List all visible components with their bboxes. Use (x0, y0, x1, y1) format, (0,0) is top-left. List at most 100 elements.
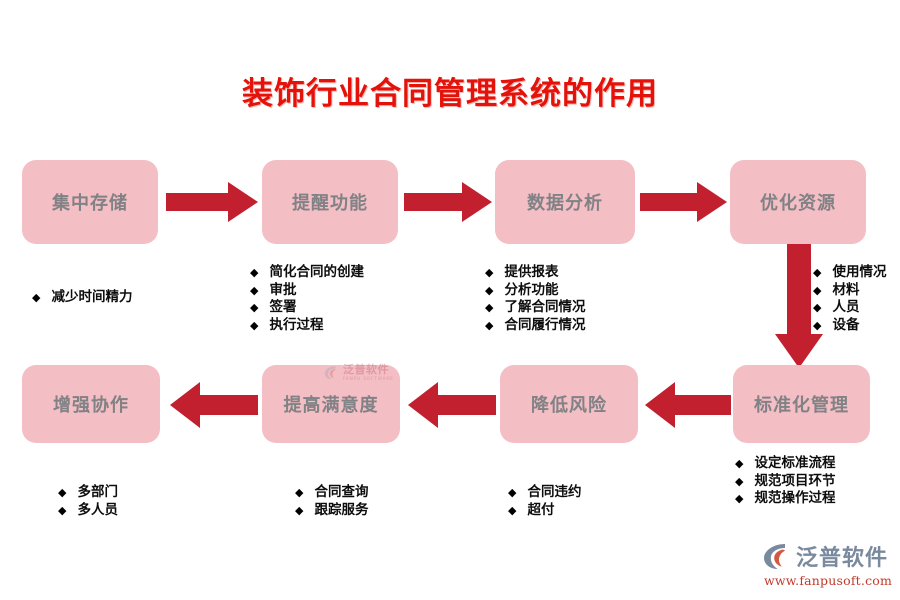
list-item: ◆ 审批 (250, 282, 364, 300)
bullet-list-data-analysis: ◆ 提供报表 ◆ 分析功能 ◆ 了解合同情况 ◆ 合同履行情况 (485, 264, 585, 334)
diamond-bullet-icon: ◆ (813, 266, 822, 279)
page-title: 装饰行业合同管理系统的作用 (242, 76, 658, 112)
fanpu-logo-text: 泛普软件 (796, 546, 889, 571)
bullet-list-improve-satisfaction: ◆ 合同查询 ◆ 跟踪服务 (295, 484, 368, 519)
list-item: ◆ 简化合同的创建 (250, 264, 364, 282)
arrow-right-reminder-to-analysis (404, 182, 492, 222)
process-box-label: 优化资源 (760, 193, 836, 214)
list-item: ◆ 规范操作过程 (735, 490, 835, 508)
list-item-label: 使用情况 (832, 264, 887, 280)
list-item: ◆ 人员 (813, 299, 886, 317)
diamond-bullet-icon: ◆ (250, 283, 259, 297)
process-box-standardized-management[interactable]: 标准化管理 (733, 365, 870, 443)
process-box-label: 集中存储 (52, 193, 128, 214)
fanpu-logo-row: 泛普软件 (762, 540, 894, 572)
process-box-label: 提高满意度 (283, 395, 379, 416)
list-item-label: 人员 (832, 299, 860, 315)
arrow-left-standardized-to-risk (645, 382, 731, 428)
list-item: ◆ 使用情况 (813, 264, 886, 282)
list-item: ◆ 规范项目环节 (735, 473, 835, 491)
list-item-label: 执行过程 (269, 316, 324, 333)
bullet-list-optimize-resources: ◆ 使用情况 ◆ 材料 ◆ 人员 ◆ 设备 (813, 264, 886, 334)
fanpu-logo-mark-icon (762, 541, 792, 571)
diamond-bullet-icon: ◆ (250, 301, 259, 314)
diamond-bullet-icon: ◆ (58, 503, 67, 517)
process-box-central-storage[interactable]: 集中存储 (22, 160, 158, 244)
list-item: ◆ 超付 (508, 502, 581, 520)
arrow-down-optimize-to-standardized (775, 244, 823, 368)
fanpu-corner-logo[interactable]: 泛普软件 www.fanpusoft.com (762, 540, 894, 592)
list-item: ◆ 签署 (250, 299, 364, 317)
list-item: ◆ 多人员 (58, 502, 118, 520)
list-item: ◆ 多部门 (58, 484, 118, 502)
diamond-bullet-icon: ◆ (508, 486, 517, 499)
diamond-bullet-icon: ◆ (508, 503, 517, 517)
list-item: ◆ 执行过程 (250, 317, 364, 335)
list-item-label: 设定标准流程 (754, 455, 836, 471)
diamond-bullet-icon: ◆ (813, 283, 822, 297)
diamond-bullet-icon: ◆ (295, 486, 304, 499)
diamond-bullet-icon: ◆ (735, 457, 744, 470)
list-item-label: 多部门 (77, 484, 118, 500)
list-item-label: 减少时间精力 (51, 289, 133, 305)
list-item: ◆ 合同查询 (295, 484, 368, 502)
diamond-bullet-icon: ◆ (295, 503, 304, 517)
list-item: ◆ 跟踪服务 (295, 502, 368, 520)
bullet-list-enhance-collaboration: ◆ 多部门 ◆ 多人员 (58, 484, 118, 519)
diamond-bullet-icon: ◆ (485, 266, 494, 279)
diamond-bullet-icon: ◆ (485, 283, 494, 297)
list-item-label: 分析功能 (504, 281, 559, 298)
list-item: ◆ 了解合同情况 (485, 299, 585, 317)
process-box-improve-satisfaction[interactable]: 提高满意度 (262, 365, 400, 443)
list-item-label: 规范操作过程 (754, 490, 836, 506)
arrow-right-analysis-to-optimize (640, 182, 727, 222)
diamond-bullet-icon: ◆ (58, 486, 67, 499)
diamond-bullet-icon: ◆ (813, 301, 822, 314)
process-box-label: 增强协作 (53, 395, 129, 416)
list-item-label: 材料 (832, 281, 860, 298)
process-box-optimize-resources[interactable]: 优化资源 (730, 160, 866, 244)
list-item-label: 合同查询 (314, 484, 369, 500)
list-item: ◆ 材料 (813, 282, 886, 300)
diamond-bullet-icon: ◆ (485, 301, 494, 314)
arrow-left-satisfaction-to-collaboration (170, 382, 258, 428)
diamond-bullet-icon: ◆ (735, 474, 744, 488)
bullet-list-standardized-management: ◆ 设定标准流程 ◆ 规范项目环节 ◆ 规范操作过程 (735, 455, 835, 508)
list-item-label: 规范项目环节 (754, 472, 836, 489)
diamond-bullet-icon: ◆ (813, 318, 822, 332)
process-box-label: 提醒功能 (292, 193, 368, 214)
process-box-reduce-risk[interactable]: 降低风险 (500, 365, 638, 443)
list-item: ◆ 提供报表 (485, 264, 585, 282)
bullet-list-central-storage: ◆ 减少时间精力 (32, 289, 132, 307)
list-item: ◆ 减少时间精力 (32, 289, 132, 307)
process-box-label: 标准化管理 (754, 395, 849, 416)
list-item: ◆ 设定标准流程 (735, 455, 835, 473)
diamond-bullet-icon: ◆ (735, 492, 744, 505)
bullet-list-reminder-function: ◆ 简化合同的创建 ◆ 审批 ◆ 签署 ◆ 执行过程 (250, 264, 364, 334)
list-item-label: 了解合同情况 (504, 299, 586, 315)
bullet-list-reduce-risk: ◆ 合同违约 ◆ 超付 (508, 484, 581, 519)
list-item-label: 签署 (269, 299, 297, 315)
arrow-left-risk-to-satisfaction (408, 382, 496, 428)
process-box-enhance-collaboration[interactable]: 增强协作 (22, 365, 160, 443)
process-box-data-analysis[interactable]: 数据分析 (495, 160, 635, 244)
list-item-label: 跟踪服务 (314, 501, 369, 518)
list-item: ◆ 分析功能 (485, 282, 585, 300)
list-item-label: 超付 (527, 501, 555, 518)
list-item-label: 多人员 (77, 501, 118, 518)
list-item-label: 合同履行情况 (504, 316, 586, 333)
process-box-reminder-function[interactable]: 提醒功能 (262, 160, 398, 244)
list-item: ◆ 合同违约 (508, 484, 581, 502)
diamond-bullet-icon: ◆ (250, 318, 259, 332)
diamond-bullet-icon: ◆ (485, 318, 494, 332)
list-item-label: 提供报表 (504, 264, 559, 280)
fanpu-logo-url[interactable]: www.fanpusoft.com (763, 573, 893, 588)
list-item-label: 合同违约 (527, 484, 582, 500)
diamond-bullet-icon: ◆ (32, 291, 41, 304)
list-item-label: 审批 (269, 281, 297, 298)
list-item-label: 设备 (832, 316, 860, 333)
process-box-label: 降低风险 (531, 395, 607, 416)
list-item-label: 简化合同的创建 (269, 264, 364, 280)
arrow-right-storage-to-reminder (166, 182, 258, 222)
